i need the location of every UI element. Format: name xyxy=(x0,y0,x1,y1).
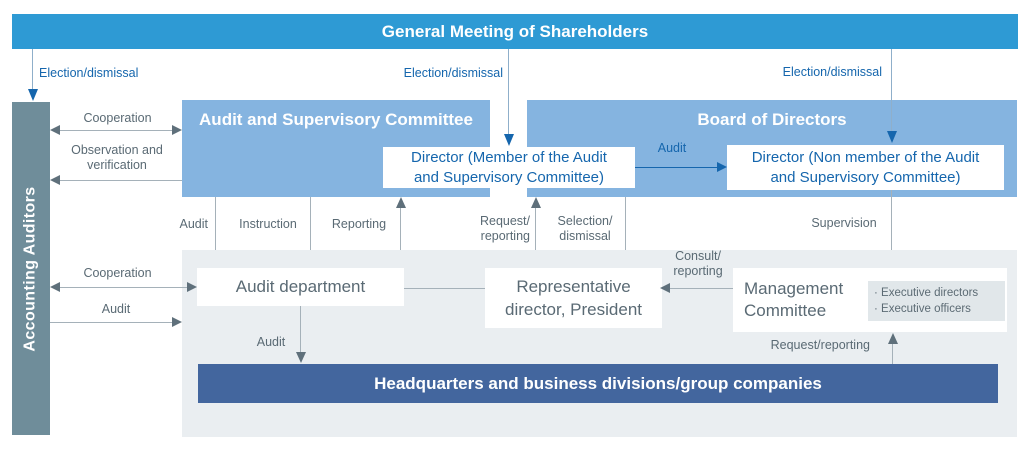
cooperation-top-right-head-icon xyxy=(172,125,182,135)
supervision-label: Supervision xyxy=(811,216,877,230)
hq-request-line xyxy=(892,344,893,364)
representative-line2: director, President xyxy=(504,300,642,319)
request-reporting-line xyxy=(535,208,536,268)
management-line2: Committee xyxy=(744,301,827,320)
director-nonmember-line1: Director (Non member of the Audit xyxy=(751,148,980,166)
general-meeting-banner: General Meeting of Shareholders xyxy=(12,14,1018,49)
request-reporting-line1: Request/ xyxy=(479,214,530,228)
selection-dismissal-line xyxy=(625,197,626,257)
representative-line1: Representative xyxy=(516,277,631,296)
consult-line2: reporting xyxy=(673,264,723,278)
cooperation-top-line xyxy=(56,130,176,131)
executive-officers-item: · Executive officers xyxy=(874,303,971,315)
reporting-column-line xyxy=(400,208,401,268)
cooperation-bottom-label: Cooperation xyxy=(83,266,152,280)
consult-reporting-label: Consult/ reporting xyxy=(664,249,732,279)
observation-label-line1: Observation and xyxy=(71,143,163,157)
selection-dismissal-line1: Selection/ xyxy=(557,214,613,228)
consult-reporting-head-icon xyxy=(660,283,670,293)
audit-column-label: Audit xyxy=(179,217,209,231)
cooperation-top-label: Cooperation xyxy=(83,111,152,125)
cooperation-top-left-head-icon xyxy=(50,125,60,135)
consult-reporting-line xyxy=(664,288,733,289)
observation-line xyxy=(54,180,182,181)
selection-dismissal-label: Selection/ dismissal xyxy=(548,214,622,244)
selection-dismissal-line2: dismissal xyxy=(559,229,611,243)
instruction-label: Instruction xyxy=(239,217,297,231)
election-dismissal-label-left: Election/dismissal xyxy=(39,66,139,80)
cooperation-bottom-line xyxy=(56,287,190,288)
representative-director-box: Representative director, President xyxy=(485,268,662,328)
audit-down-label: Audit xyxy=(256,335,286,349)
audit-blue-label: Audit xyxy=(657,141,687,155)
election-arrow-right-head-icon xyxy=(887,131,897,143)
accounting-auditors-label: Accounting Auditors xyxy=(22,185,39,352)
management-committee-box: Management Committee · Executive directo… xyxy=(733,268,1007,332)
election-dismissal-label-right: Election/dismissal xyxy=(782,65,882,79)
election-dismissal-label-middle: Election/dismissal xyxy=(403,66,503,80)
audit-department-box: Audit department xyxy=(197,268,404,306)
request-reporting-head-icon xyxy=(531,197,541,208)
supervision-line xyxy=(891,190,892,257)
management-line1: Management xyxy=(744,279,844,298)
executives-note: · Executive directors · Executive office… xyxy=(868,281,1005,321)
instruction-column-line xyxy=(310,197,311,257)
reporting-label: Reporting xyxy=(331,217,387,231)
executive-directors-item: · Executive directors xyxy=(874,287,979,299)
election-arrow-right-line xyxy=(891,49,892,132)
election-arrow-middle-line xyxy=(508,49,509,135)
director-nonmember-line2: and Supervisory Committee) xyxy=(770,168,961,186)
request-reporting-label: Request/ reporting xyxy=(452,214,530,244)
audit-left-line xyxy=(50,322,174,323)
cooperation-bottom-left-head-icon xyxy=(50,282,60,292)
consult-line1: Consult/ xyxy=(675,249,721,263)
dept-to-president-line xyxy=(404,288,485,289)
headquarters-banner: Headquarters and business divisions/grou… xyxy=(198,364,998,403)
request-reporting-line2: reporting xyxy=(480,229,530,243)
election-arrow-middle-head-icon xyxy=(504,134,514,146)
audit-column-line xyxy=(215,197,216,257)
audit-down-line xyxy=(300,306,301,353)
reporting-column-head-icon xyxy=(396,197,406,208)
director-member-box: Director (Member of the Audit and Superv… xyxy=(383,147,635,188)
audit-left-head-icon xyxy=(172,317,182,327)
election-arrow-left-line xyxy=(32,49,33,90)
hq-request-head-icon xyxy=(888,333,898,344)
election-arrow-left-head-icon xyxy=(28,89,38,101)
observation-label: Observation and verification xyxy=(56,143,178,173)
audit-arrow-head-icon xyxy=(717,162,727,172)
director-nonmember-box: Director (Non member of the Audit and Su… xyxy=(727,145,1004,190)
hq-request-label: Request/reporting xyxy=(770,338,870,352)
director-member-line1: Director (Member of the Audit xyxy=(411,148,607,166)
audit-arrow-line xyxy=(635,167,719,168)
observation-left-head-icon xyxy=(50,175,60,185)
audit-down-head-icon xyxy=(296,352,306,363)
accounting-auditors-bar: Accounting Auditors xyxy=(12,102,50,435)
observation-label-line2: verification xyxy=(87,158,147,172)
management-committee-title: Management Committee xyxy=(744,278,843,322)
audit-left-label: Audit xyxy=(101,302,131,316)
cooperation-bottom-right-head-icon xyxy=(187,282,197,292)
director-member-line2: and Supervisory Committee) xyxy=(413,168,605,186)
